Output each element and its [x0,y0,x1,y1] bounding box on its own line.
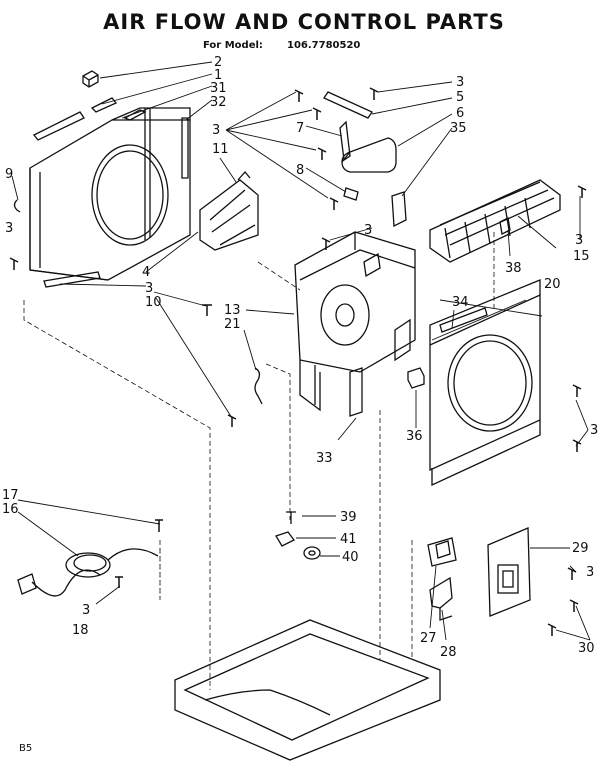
callout-33: 33 [316,451,333,466]
callout-3-bottom-left: 3 [82,603,90,618]
grille [429,179,561,263]
callout-3-switch: 3 [586,565,594,580]
callout-17: 17 [2,488,19,503]
foam-strip-small [90,97,118,113]
callout-27: 27 [420,631,437,646]
clip-38 [499,217,511,235]
callout-3-mid: 3 [145,281,153,296]
callout-20: 20 [544,277,561,292]
mounting-bracket [349,367,363,417]
callout-36: 36 [406,429,423,444]
bulkhead-panel [294,231,416,412]
callout-39: 39 [340,510,357,525]
callout-numbers: 2 1 31 32 9 3 4 3 10 11 3 7 8 3 5 6 35 3… [2,55,598,660]
callout-6: 6 [456,106,464,121]
foam-strip-top [32,111,85,141]
capacitor-bracket [323,91,373,119]
callout-10: 10 [145,295,162,310]
callout-9: 9 [5,167,13,182]
nut-41 [275,531,295,547]
selector-switch [427,537,457,567]
screws [9,87,587,636]
callout-3-right: 3 [575,233,583,248]
callout-5: 5 [456,90,464,105]
callout-3-upper-right: 3 [456,75,464,90]
wire-terminal [343,187,359,201]
callout-3-center: 3 [364,223,372,238]
callout-18: 18 [72,623,89,638]
callout-7: 7 [296,121,304,136]
callout-40: 40 [342,550,359,565]
block-36 [407,367,425,389]
callout-38: 38 [505,261,522,276]
screw-39 [286,511,296,524]
control-bracket [487,527,531,617]
page-code: B5 [19,743,33,754]
callout-3-top: 3 [212,123,220,138]
base-pan [174,619,441,761]
condenser-shroud [429,279,541,487]
callout-21: 21 [224,317,241,332]
clip [13,199,21,213]
callout-41: 41 [340,532,357,547]
callout-8: 8 [296,163,304,178]
callout-2: 2 [214,55,222,70]
bottom-seal [43,271,101,288]
callout-3-left: 3 [5,221,13,236]
callout-32: 32 [210,95,227,110]
leader-lines [11,61,591,641]
callout-11: 11 [212,142,229,157]
bushing-40 [303,546,321,560]
seal-block [82,70,99,88]
callout-34: 34 [452,295,469,310]
callout-16: 16 [2,502,19,517]
power-cord [17,548,159,597]
thermostat [429,576,453,621]
small-clip [391,191,407,228]
callout-13: 13 [224,303,241,318]
model-label: For Model: [203,40,263,51]
callout-31: 31 [210,81,227,96]
foam-strip-34 [439,307,488,333]
callout-3-lower-right: 3 [590,423,598,438]
callout-29: 29 [572,541,589,556]
callout-28: 28 [440,645,457,660]
assembly-lines [23,232,495,690]
diagram-title: AIR FLOW AND CONTROL PARTS [103,10,505,34]
callout-30: 30 [578,641,595,656]
vertical-seal [181,117,189,179]
housing-shroud [29,107,191,281]
model-number: 106.7780520 [287,40,361,51]
callout-35: 35 [450,121,467,136]
callout-1: 1 [214,68,222,83]
callout-4: 4 [142,265,150,280]
capacitor-strap [339,120,351,162]
motor-spring [254,367,263,405]
callout-15: 15 [573,249,590,264]
fan-bracket [199,170,259,251]
